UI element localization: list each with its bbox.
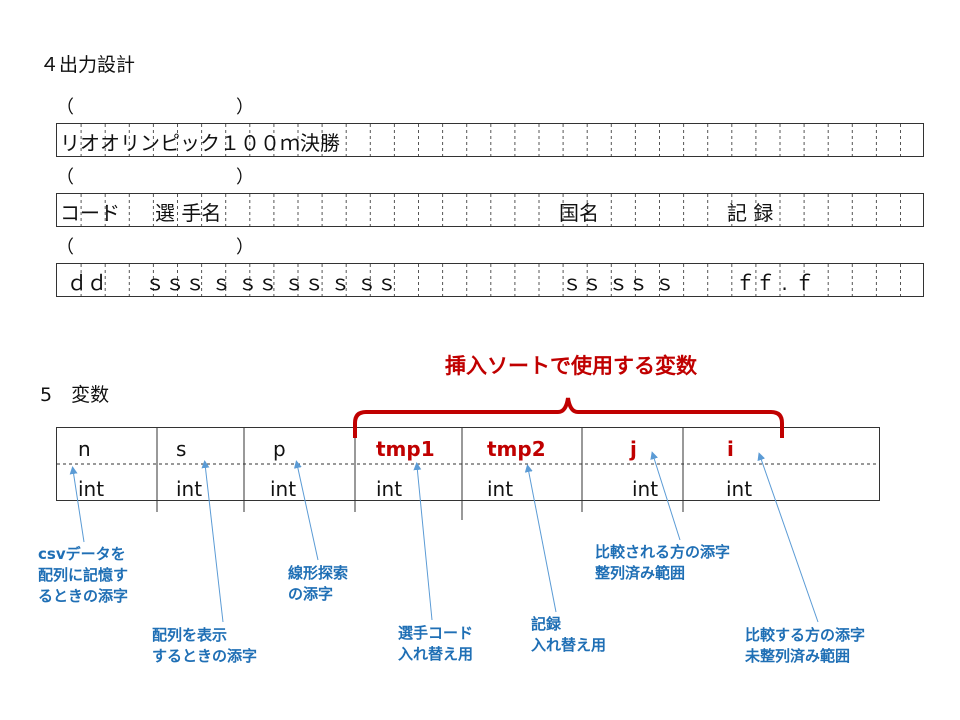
var-type-p: int bbox=[270, 477, 297, 501]
grid-dashes-3 bbox=[80, 264, 901, 296]
var-name-i: i bbox=[727, 437, 734, 461]
arrow-i bbox=[757, 452, 819, 623]
arrow-tmp1 bbox=[413, 462, 433, 621]
output-row-title: リオオリンピック１００ｍ決勝 bbox=[56, 123, 924, 157]
var-name-tmp1: tmp1 bbox=[376, 437, 435, 461]
format-code: ｄｄ bbox=[67, 271, 107, 295]
var-type-tmp1: int bbox=[376, 477, 403, 501]
header-record: 記 録 bbox=[727, 201, 774, 225]
var-type-s: int bbox=[176, 477, 203, 501]
row2-paren-label: （ ） bbox=[56, 167, 254, 188]
variables-heading: 5 変数 bbox=[40, 384, 110, 406]
note-j: 比較される方の添字 整列済み範囲 bbox=[595, 543, 731, 582]
var-type-tmp2: int bbox=[487, 477, 514, 501]
arrow-j bbox=[650, 451, 681, 541]
arrow-tmp2 bbox=[524, 464, 557, 613]
arrow-n bbox=[69, 466, 85, 543]
grid-dashes-2 bbox=[80, 194, 901, 226]
title-text: リオオリンピック１００ｍ決勝 bbox=[60, 131, 340, 155]
insertion-sort-title: 挿入ソートで使用する変数 bbox=[445, 354, 697, 378]
header-code: コード bbox=[60, 201, 120, 225]
variable-table bbox=[56, 427, 880, 501]
var-type-n: int bbox=[78, 477, 105, 501]
var-name-tmp2: tmp2 bbox=[487, 437, 546, 461]
format-player: ｓｓｓ ｓ ｓｓ ｓｓ ｓ ｓｓ bbox=[145, 271, 397, 295]
var-name-n: n bbox=[78, 437, 91, 461]
var-name-p: p bbox=[273, 437, 286, 461]
note-p: 線形探索 の添字 bbox=[288, 564, 349, 603]
var-name-j: j bbox=[630, 437, 637, 461]
output-design-heading: ４出力設計 bbox=[40, 54, 136, 76]
note-tmp1: 選手コード 入れ替え用 bbox=[398, 624, 474, 663]
arrow-p bbox=[293, 460, 319, 561]
grid-dashes-1 bbox=[80, 124, 901, 156]
row1-paren-label: （ ） bbox=[56, 97, 254, 118]
var-name-s: s bbox=[176, 437, 187, 461]
header-country: 国名 bbox=[559, 201, 599, 225]
arrow-s bbox=[201, 460, 224, 623]
var-type-i: int bbox=[726, 477, 753, 501]
row3-paren-label: （ ） bbox=[56, 237, 254, 258]
sort-brace bbox=[353, 397, 784, 438]
format-record: ｆｆ . ｆ bbox=[735, 271, 815, 295]
var-type-j: int bbox=[632, 477, 659, 501]
format-country: ｓｓ ｓｓ ｓ bbox=[562, 271, 675, 295]
output-row-format: ｄｄ ｓｓｓ ｓ ｓｓ ｓｓ ｓ ｓｓ ｓｓ ｓｓ ｓ ｆｆ . ｆ bbox=[56, 263, 924, 297]
header-player: 選 手名 bbox=[155, 201, 222, 225]
note-n: csvデータを 配列に記憶す るときの添字 bbox=[38, 545, 129, 605]
note-i: 比較する方の添字 未整列済み範囲 bbox=[745, 626, 866, 665]
note-s: 配列を表示 するときの添字 bbox=[152, 626, 258, 665]
note-tmp2: 記録 入れ替え用 bbox=[531, 615, 607, 654]
output-row-headers: コード 選 手名 国名 記 録 bbox=[56, 193, 924, 227]
